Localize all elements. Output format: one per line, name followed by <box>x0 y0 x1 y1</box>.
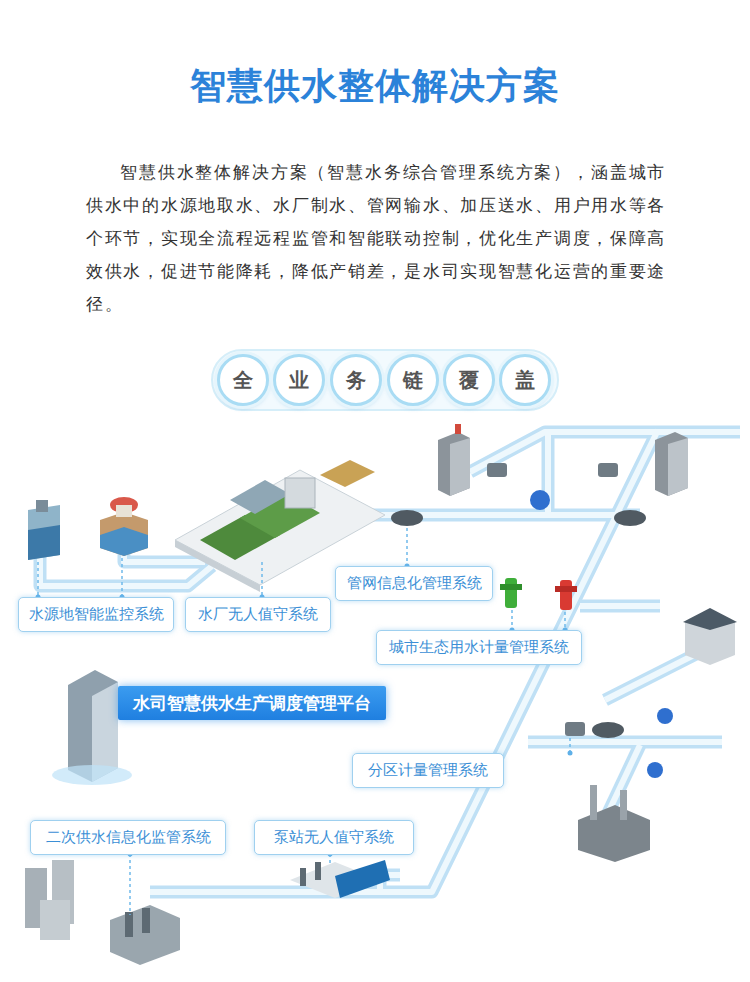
system-box: 水源地智能监控系统 <box>18 597 174 632</box>
badge-circle: 链 <box>387 354 439 406</box>
badge-band <box>212 350 558 410</box>
water-source-part <box>116 505 132 517</box>
residential-building-part <box>40 900 70 940</box>
water-meter-part <box>657 708 673 724</box>
pump-equipment-part <box>315 862 321 880</box>
building <box>438 424 737 665</box>
water-meter-part <box>487 463 507 477</box>
fire-hydrant-part <box>560 580 572 610</box>
fire-hydrant <box>500 578 577 610</box>
factory <box>578 785 650 862</box>
fire-hydrant-part <box>555 586 577 592</box>
water-source <box>28 497 148 560</box>
pipe-outer-part <box>528 736 722 749</box>
node-text: 覆 <box>459 367 479 394</box>
pump-equipment-part <box>335 860 390 898</box>
pipe-inner-part <box>580 603 660 609</box>
leader-line-part <box>129 854 131 915</box>
node-text: 水司智慧供水生产调度管理平台 <box>133 692 371 715</box>
factory-part <box>620 790 627 820</box>
badge-circle: 业 <box>273 354 325 406</box>
system-box: 水厂无人值守系统 <box>185 597 331 632</box>
pump-equipment <box>110 860 390 965</box>
node-text: 水源地智能监控系统 <box>29 605 164 624</box>
node-text: 分区计量管理系统 <box>368 761 488 780</box>
manhole-sensor-part <box>614 510 646 526</box>
leader-line-part <box>37 562 39 597</box>
system-box: 泵站无人值守系统 <box>254 820 414 855</box>
building-part <box>450 438 470 496</box>
manhole-sensor-part <box>592 722 624 738</box>
building-part <box>668 438 688 496</box>
pipe-inner-part <box>150 430 658 892</box>
building-part <box>438 432 470 496</box>
water-source-part <box>100 512 148 556</box>
badge-circle: 全 <box>217 354 269 406</box>
node-text: 全 <box>233 367 253 394</box>
water-meter <box>487 463 673 778</box>
water-plant-part <box>230 480 290 514</box>
platform-box: 水司智慧供水生产调度管理平台 <box>118 686 386 720</box>
leader-line-part <box>564 612 566 630</box>
pipe-outer-part <box>150 430 658 892</box>
node-text: 二次供水信息化监管系统 <box>46 828 211 847</box>
system-box: 城市生态用水计量管理系统 <box>376 630 582 665</box>
pipe-inner-part <box>528 739 722 745</box>
badge-circle: 务 <box>330 354 382 406</box>
intro-text: 智慧供水整体解决方案（智慧水务综合管理系统方案），涵盖城市供水中的水源地取水、水… <box>86 156 666 321</box>
residential-building <box>25 860 74 940</box>
building-part <box>455 424 461 434</box>
badge-circle: 盖 <box>499 354 551 406</box>
leader-dot-part <box>568 751 573 756</box>
water-source-part <box>28 525 60 560</box>
pump-equipment-part <box>142 908 150 933</box>
system-box: 管网信息化管理系统 <box>335 566 493 601</box>
leader-line-part <box>511 610 513 630</box>
fire-hydrant-part <box>500 584 522 590</box>
badge-band-part <box>212 350 558 410</box>
pump-equipment-part <box>125 912 133 937</box>
manhole-sensor <box>391 510 646 738</box>
platform-building-part <box>52 765 132 785</box>
page-title: 智慧供水整体解决方案 <box>0 62 750 111</box>
pump-equipment-part <box>110 905 180 965</box>
water-source-part <box>28 505 60 560</box>
node-text: 水厂无人值守系统 <box>198 605 318 624</box>
fire-hydrant-part <box>505 578 517 608</box>
building-part <box>683 608 737 630</box>
factory-part <box>590 785 597 820</box>
pump-equipment-part <box>300 868 306 886</box>
water-meter-part <box>598 463 618 477</box>
pipe-outer-part <box>605 652 700 700</box>
system-box: 二次供水信息化监管系统 <box>30 820 226 855</box>
water-plant-part <box>320 460 375 487</box>
water-source-part <box>100 527 148 556</box>
node-text: 链 <box>403 367 423 394</box>
water-source-part <box>36 500 48 512</box>
water-meter-part <box>565 722 585 736</box>
water-meter-part <box>647 762 663 778</box>
pipe-outer-part <box>580 600 660 613</box>
building-part <box>655 432 688 496</box>
leader-line-part <box>121 558 123 597</box>
node-text: 泵站无人值守系统 <box>274 828 394 847</box>
system-box: 分区计量管理系统 <box>352 753 504 788</box>
water-meter-part <box>530 490 550 510</box>
node-text: 城市生态用水计量管理系统 <box>389 638 569 657</box>
badge-circle: 覆 <box>443 354 495 406</box>
factory-part <box>578 805 650 862</box>
manhole-sensor-part <box>391 510 423 526</box>
leader-line-part <box>261 562 263 597</box>
node-text: 盖 <box>515 367 535 394</box>
node-text: 管网信息化管理系统 <box>347 574 482 593</box>
water-plant-part <box>285 478 315 508</box>
pipe-inner-part <box>605 652 700 700</box>
node-text: 业 <box>289 367 309 394</box>
node-text: 务 <box>346 367 366 394</box>
leader-line-part <box>406 528 408 566</box>
leader-line <box>38 528 570 915</box>
